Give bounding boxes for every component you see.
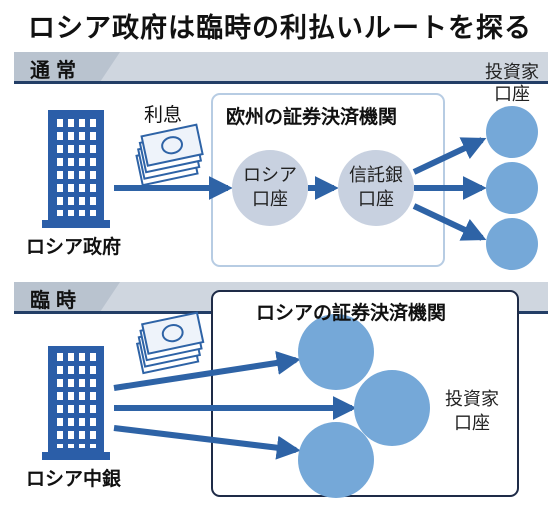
- investor-account-node-1: [486, 106, 538, 158]
- temporary-box-title: ロシアの証券決済機関: [256, 302, 447, 324]
- investor-account-node-4: [298, 314, 374, 390]
- russian-government-label: ロシア政府: [26, 236, 122, 258]
- page-title: ロシア政府は臨時の利払いルートを探る: [28, 13, 532, 44]
- normal-flow-arrows: [114, 137, 487, 241]
- investor-account-node-6: [298, 422, 374, 498]
- russia-account-label: ロシア 口座: [243, 165, 297, 210]
- normal-investor-label: 投資家 口座: [485, 62, 539, 105]
- temporary-section-label: 臨時: [30, 288, 82, 312]
- investor-account-node-2: [486, 162, 538, 214]
- money-stack-icon: [135, 311, 205, 375]
- central-bank-label: ロシア中銀: [26, 468, 122, 490]
- investor-account-node-3: [486, 218, 538, 270]
- trust-bank-account-label: 信託銀 口座: [349, 165, 403, 210]
- interest-label: 利息: [144, 104, 183, 126]
- money-stack-icon: [135, 123, 204, 187]
- temporary-investor-label: 投資家 口座: [445, 389, 499, 434]
- normal-section-band: [14, 52, 548, 84]
- russian-government-building-icon: [42, 110, 110, 228]
- trust-bank-account-node: [338, 150, 414, 226]
- central-bank-building-icon: [42, 346, 110, 460]
- temporary-flow-arrows: [113, 351, 357, 460]
- normal-section-label: 通常: [30, 58, 82, 82]
- normal-box-title: 欧州の証券決済機関: [226, 106, 398, 128]
- russia-account-node: [232, 150, 308, 226]
- investor-account-node-5: [354, 370, 430, 446]
